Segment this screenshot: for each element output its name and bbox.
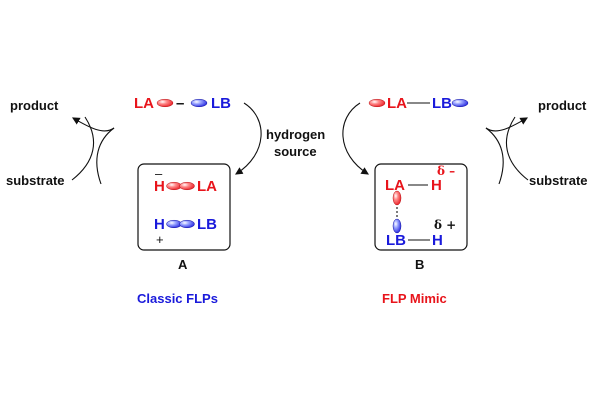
right-substrate-label: substrate [529, 173, 588, 188]
box-b-la: LA [385, 177, 405, 194]
left-top-la: LA [134, 95, 154, 112]
box-b-h-bottom: H [432, 232, 443, 249]
right-top-la: LA [387, 95, 407, 112]
caption-classic-flps: Classic FLPs [137, 291, 218, 306]
box-a [137, 163, 231, 251]
right-product-arrow-tip [485, 117, 529, 132]
left-product-label: product [10, 98, 59, 113]
red-orbital-lobe-icon [179, 181, 195, 191]
left-product-arrow-tip [71, 117, 115, 132]
left-product-arrow [96, 127, 115, 185]
top-to-box-a-arrow [235, 102, 262, 175]
blue-orbital-lobe-icon [179, 219, 195, 229]
left-substrate-arrow [71, 116, 94, 181]
blue-orbital-lobe-icon [451, 98, 469, 108]
box-a-plus: + [156, 232, 164, 247]
red-orbital-lobe-icon [368, 98, 386, 108]
label-b: B [415, 257, 425, 272]
top-to-box-b-arrow [342, 102, 369, 175]
left-top-lb: LB [211, 95, 231, 112]
caption-flp-mimic: FLP Mimic [382, 291, 447, 306]
hydrogen-label: hydrogen [266, 127, 326, 142]
blue-orbital-lobe-icon [392, 218, 402, 234]
label-a: A [178, 257, 188, 272]
left-top-dash: – [176, 95, 185, 112]
box-b-h-top: H [431, 177, 442, 194]
box-a-minus: – [155, 166, 163, 181]
box-a-lb: LB [197, 216, 217, 233]
right-substrate-arrow [506, 116, 529, 181]
right-product-label: product [538, 98, 587, 113]
red-orbital-lobe-icon [392, 190, 402, 206]
box-a-h-bottom: H [154, 216, 165, 233]
box-b-delta-plus: δ + [434, 218, 457, 232]
box-b-delta-minus: δ – [437, 164, 456, 178]
box-a-h-top: H [154, 178, 165, 195]
right-top-lb: LB [432, 95, 452, 112]
box-b [374, 163, 468, 251]
right-product-arrow [485, 127, 504, 185]
red-orbital-lobe-icon [156, 98, 174, 108]
box-a-la: LA [197, 178, 217, 195]
source-label: source [274, 144, 317, 159]
box-b-lb: LB [386, 232, 406, 249]
blue-orbital-lobe-icon [190, 98, 208, 108]
left-substrate-label: substrate [6, 173, 65, 188]
